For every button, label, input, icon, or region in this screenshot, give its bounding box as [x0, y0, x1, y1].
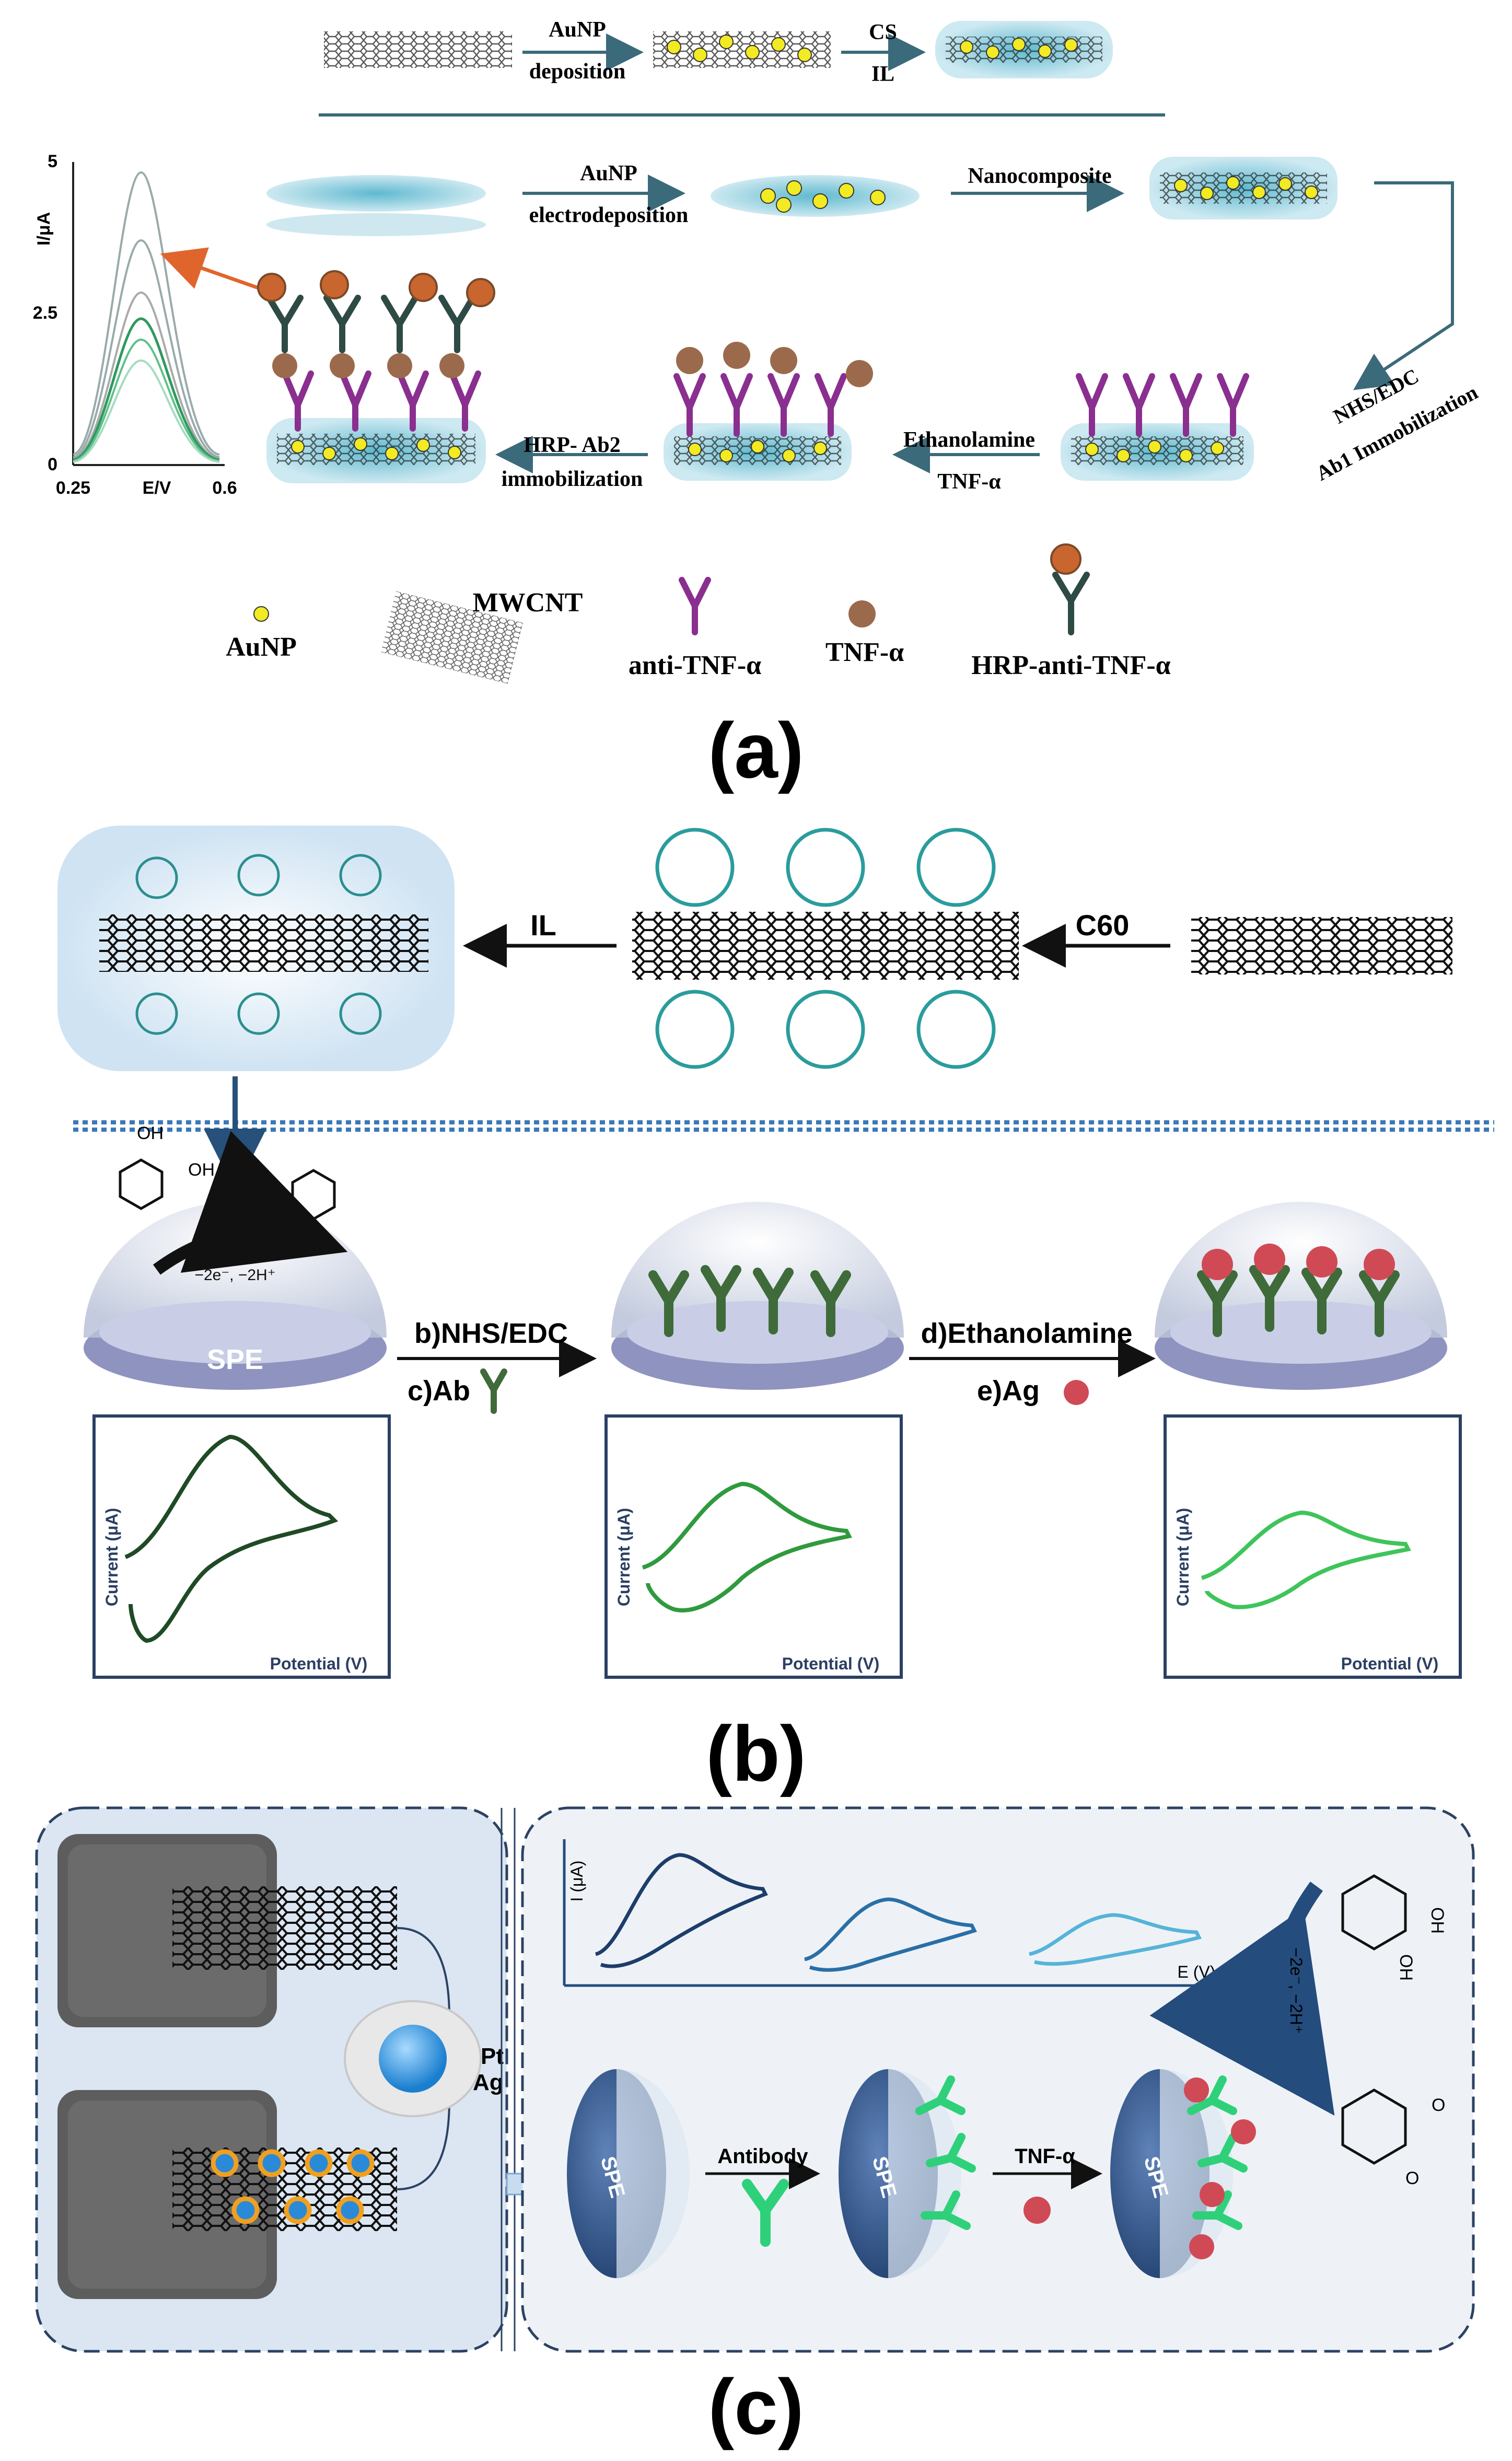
o-label: O	[1432, 2095, 1445, 2115]
cv-ylabel: Current (μA)	[102, 1508, 121, 1606]
arrow-label: CS	[869, 20, 897, 44]
step-label: d)Ethanolamine	[921, 1318, 1132, 1349]
arrow-label: Nanocomposite	[968, 164, 1111, 188]
arrow-label: electrodeposition	[529, 203, 689, 227]
c-cv-1	[595, 1853, 768, 1968]
antibody-icon	[480, 1368, 507, 1414]
panel-label-c: (c)	[708, 2363, 804, 2451]
tnf-label: TNF-α	[1015, 2145, 1075, 2168]
arrow-label: immobilization	[502, 467, 643, 491]
spe-label: SPE	[207, 1344, 263, 1375]
aunp-legend-icon	[253, 606, 269, 622]
il-label: IL	[530, 909, 556, 942]
legend-tnf: TNF-α	[825, 637, 904, 667]
dpv-chart	[72, 162, 225, 466]
c-ylabel: I (μA)	[567, 1861, 586, 1902]
legend-hrp: HRP-anti-TNF-α	[971, 651, 1170, 680]
pt-label: Pt	[481, 2044, 504, 2069]
mwcnt-legend-icon	[381, 591, 523, 684]
arrow-label: Ethanolamine	[903, 428, 1035, 452]
panel-label-a: (a)	[708, 706, 804, 794]
anti-tnf-legend-icon	[679, 577, 711, 635]
spe-disk-2	[839, 2069, 976, 2278]
chart-ytick: 0	[48, 455, 57, 474]
c60-label: C60	[1076, 909, 1130, 942]
o-label: O	[1405, 2168, 1419, 2188]
cnt-c60	[632, 912, 1019, 980]
arrow-label: AuNP	[549, 18, 606, 42]
antibody-label: Antibody	[717, 2145, 808, 2168]
chart-xlabel: E/V	[143, 478, 171, 498]
step-label: c)Ab	[408, 1375, 470, 1407]
arrow-label: deposition	[529, 60, 625, 84]
arrow-label: TNF-α	[937, 470, 1001, 494]
cv-xlabel: Potential (V)	[270, 1654, 368, 1673]
oh-label: OH	[1396, 1954, 1416, 1981]
redox-arrow	[1149, 1882, 1335, 2116]
ag-label: Ag	[473, 2070, 504, 2095]
cv-ylabel: Current (μA)	[614, 1508, 633, 1606]
step-label: e)Ag	[977, 1375, 1040, 1407]
reaction-label: −2e⁻, −2H⁺	[1287, 1947, 1306, 2034]
chart-ytick: 5	[48, 152, 57, 171]
arrow-label: AuNP	[580, 161, 637, 185]
legend-aunp: AuNP	[226, 632, 297, 662]
right-box	[521, 1806, 1475, 2353]
cv-box-3	[1164, 1414, 1462, 1679]
cv-ylabel: Current (μA)	[1173, 1508, 1192, 1606]
legend-mwcnt: MWCNT	[473, 588, 583, 618]
cv-xlabel: Potential (V)	[782, 1654, 880, 1673]
mwcnt-tube	[324, 31, 512, 68]
bare-electrode	[266, 175, 486, 212]
legend-anti-tnf: anti-TNF-α	[629, 651, 761, 680]
electrode-ab1	[1061, 373, 1254, 481]
hrp-legend-icon	[1050, 543, 1090, 635]
catechol-ring	[1341, 1874, 1407, 1951]
oh-label: OH	[137, 1123, 164, 1143]
c-xlabel: E (V)	[1178, 1963, 1216, 1981]
quinone-ring	[1341, 2088, 1407, 2165]
arrow-label: HRP- Ab2	[524, 433, 621, 457]
chart-ylabel: I/μA	[34, 212, 54, 246]
oh-label: OH	[188, 1160, 215, 1180]
reaction-label: −2e⁻, −2H⁺	[194, 1267, 275, 1284]
cv-xlabel: Potential (V)	[1341, 1654, 1439, 1673]
tnf-icon	[1023, 2197, 1051, 2224]
graphene-sheet	[172, 1886, 397, 1970]
tnf-legend-icon	[848, 600, 876, 628]
step-label: b)NHS/EDC	[414, 1318, 568, 1349]
cnt-bare	[1191, 917, 1452, 974]
oh-label: OH	[1427, 1907, 1447, 1934]
electrode-hrp	[257, 270, 495, 483]
spe-disk-1	[567, 2069, 690, 2278]
panel-c-diagram: Pt Ag I (μA) E (V) SPE Antibody SPE TNF-…	[35, 1806, 1475, 2353]
chart-xtick: 0.25	[56, 478, 90, 498]
chart-ytick: 2.5	[33, 303, 57, 323]
panel-b-diagram: IL C60 SPE OH OH −2e⁻, −2H⁺ b)NHS/EDC c)…	[57, 826, 1494, 1679]
spe-dome-3	[1155, 1202, 1447, 1390]
electrode-tnf	[664, 342, 873, 481]
chart-xtick: 0.6	[212, 478, 237, 498]
panel-label-b: (b)	[706, 1710, 806, 1797]
spe-dome-2	[611, 1202, 904, 1390]
antigen-icon	[1064, 1380, 1089, 1405]
panel-a-diagram: AuNP deposition CS IL I/μA 5 2.5 0 0.25 …	[33, 18, 1482, 684]
cv-box-1	[92, 1414, 391, 1679]
antibody-icon	[742, 2179, 789, 2247]
arrow-label: IL	[871, 62, 894, 86]
cv-box-2	[604, 1414, 903, 1679]
cnt-il	[99, 914, 428, 972]
c-cv-2	[804, 1897, 977, 1972]
